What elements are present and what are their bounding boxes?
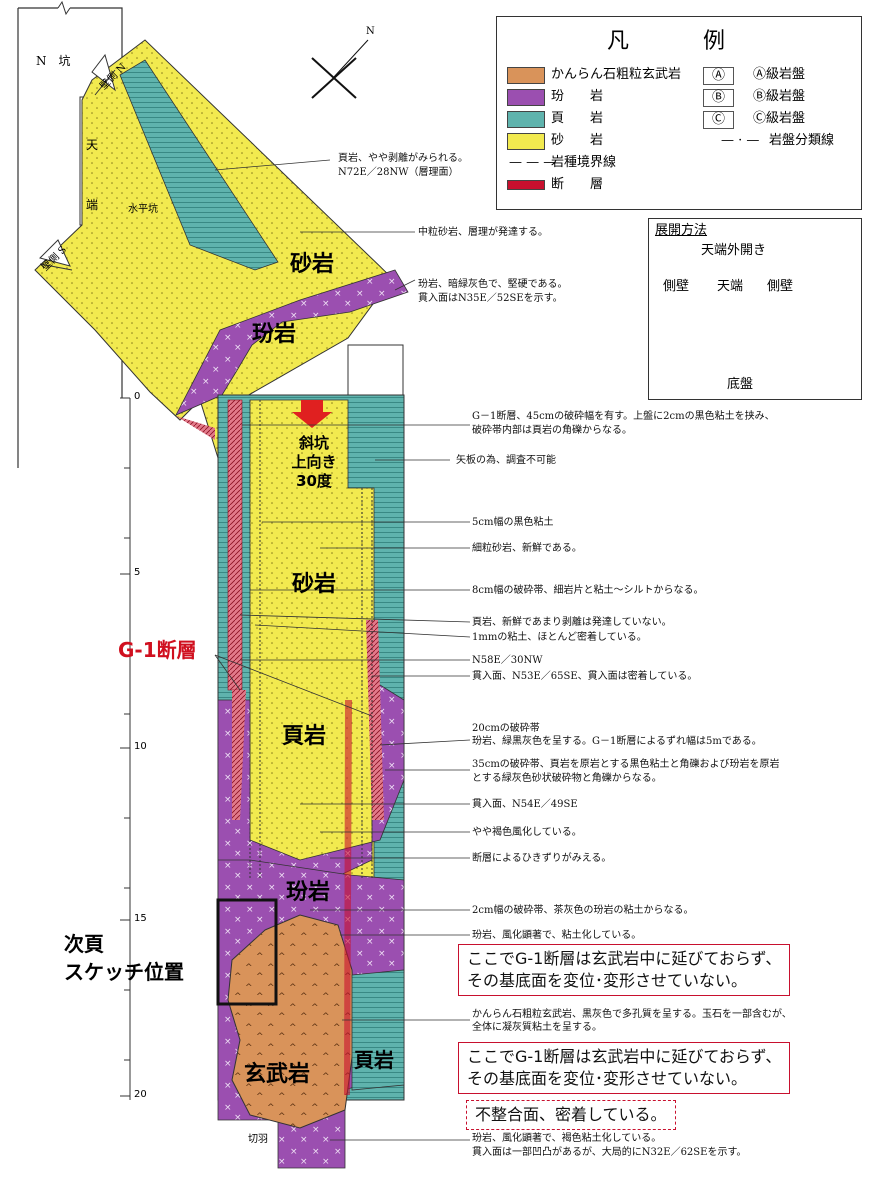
legend-basalt: かんらん石粗粒玄武岩 — [551, 67, 682, 82]
rock-label-sandstone-upper: 砂岩 — [290, 252, 335, 277]
upper-fault — [176, 416, 215, 440]
annotation: やや褐色風化している。 — [472, 827, 582, 838]
depth-tick-10: 10 — [134, 741, 147, 752]
annotation: 5cm幅の黒色粘土 — [472, 517, 554, 528]
basalt-body — [227, 914, 356, 1129]
annotation: 頁岩、やや剥離がみられる。 — [338, 153, 468, 164]
development-method-box: 展開方法 天端外開き 側壁 天端 側壁 底盤 — [648, 218, 862, 400]
annotation: N58E／30NW — [472, 655, 543, 666]
rock-label-shale-lower: 頁岩 — [354, 1048, 394, 1072]
rock-label-porphyrite-lower: 玢岩 — [286, 880, 331, 905]
rock-label-shale-mid: 頁岩 — [282, 724, 327, 749]
annotation: 矢板の為、調査不可能 — [456, 455, 556, 466]
annotation: 貫入面はN35E／52SEを示す。 — [418, 293, 563, 304]
g1-fault-zone-left — [227, 399, 243, 691]
method-center: 天端 — [717, 279, 744, 294]
depth-tick-5: 5 — [134, 567, 141, 578]
legend-porphyrite: 玢 岩 — [551, 89, 604, 104]
annotation: かんらん石粗粒玄武岩、黒灰色で多孔質を呈する。玉石を一部含むが、 — [472, 1009, 792, 1020]
grade-b-box: Ⓑ — [703, 89, 735, 107]
annotation: N72E／28NW（層理面） — [338, 167, 459, 178]
annotation: 2cm幅の破砕帯、茶灰色の玢岩の粘土からなる。 — [472, 905, 694, 916]
depth-tick-0: 0 — [134, 391, 141, 402]
annotation: 貫入面、N54E／49SE — [472, 799, 578, 810]
annotation: 貫入面、N53E／65SE、貫入面は密着している。 — [472, 671, 698, 682]
boundary-line-icon: — — — — [509, 155, 557, 170]
annotation: とする緑灰色砂状破砕物と角礫からなる。 — [472, 773, 662, 784]
north-label: N — [366, 26, 375, 37]
north-arrow — [311, 39, 369, 99]
annotation: 玢岩、風化顕著で、粘土化している。 — [472, 930, 642, 941]
tenba-label-2: 端 — [86, 198, 99, 212]
method-right: 側壁 — [767, 279, 794, 294]
callout-g1-no-extension-2: ここでG-1断層は玄武岩中に延びておらず、 その基底面を変位･変形させていない。 — [458, 1042, 791, 1094]
g1-fault-zone-right — [366, 620, 384, 820]
method-top-label: 天端外開き — [701, 243, 767, 258]
g1-fault-label: G-1断層 — [118, 638, 197, 662]
basalt-swatch — [507, 67, 545, 84]
annotation: 全体に凝灰質粘土を呈する。 — [472, 1022, 602, 1033]
legend-boundary: 岩種境界線 — [551, 155, 617, 170]
leader-lines — [214, 159, 471, 1141]
annotation: 8cm幅の破砕帯、細岩片と粘土～シルトからなる。 — [472, 585, 704, 596]
horizontal-shaft-label: 水平坑 — [128, 204, 158, 215]
porphyrite-swatch — [507, 89, 545, 106]
annotation: 35cmの破砕帯、頁岩を原岩とする黒色粘土と角礫および玢岩を原岩 — [472, 759, 780, 770]
shale-swatch — [507, 111, 545, 128]
depth-tick-15: 15 — [134, 913, 147, 924]
legend-class-line: 岩盤分類線 — [769, 133, 835, 148]
rock-label-sandstone-mid: 砂岩 — [292, 572, 337, 597]
sandstone-swatch — [507, 133, 545, 150]
kiriha-label: 切羽 — [248, 1134, 268, 1145]
upper-porphyrite-band — [175, 269, 409, 416]
annotation: 断層によるひきずりがみえる。 — [472, 853, 612, 864]
sketch-location-box — [216, 898, 278, 1006]
legend-title: 凡 例 — [606, 29, 751, 54]
n-shaft-label: N 坑 — [36, 54, 71, 68]
annotation: 玢岩、緑黒灰色を呈する。G－1断層によるずれ幅は5mである。 — [472, 736, 762, 747]
annotation: 中粒砂岩、層理が発達する。 — [418, 227, 548, 238]
callout-g1-no-extension-1: ここでG-1断層は玄武岩中に延びておらず、 その基底面を変位･変形させていない。 — [458, 944, 791, 996]
legend: 凡 例 かんらん石粗粒玄武岩 玢 岩 頁 岩 砂 岩 — — — 岩種境界線 断… — [496, 16, 862, 210]
method-left: 側壁 — [663, 279, 690, 294]
legend-shale: 頁 岩 — [551, 111, 604, 126]
annotation: G－1断層、45cmの破砕幅を有す。上盤に2cmの黒色粘土を挟み、 — [472, 411, 775, 422]
legend-fault: 断 層 — [551, 177, 604, 192]
callout-unconformity: 不整合面、密着している。 — [466, 1100, 676, 1130]
grade-c-box: Ⓒ — [703, 111, 735, 129]
method-bottom: 底盤 — [727, 377, 754, 392]
annotation: 1mmの粘土、ほとんど密着している。 — [472, 632, 647, 643]
legend-sandstone: 砂 岩 — [551, 133, 604, 148]
class-line-icon: — · — — [721, 133, 760, 148]
legend-grade-c: Ⓒ級岩盤 — [753, 111, 806, 126]
annotation: 20cmの破砕帯 — [472, 723, 540, 734]
tenba-label-1: 天 — [86, 138, 99, 152]
rock-label-basalt: 玄武岩 — [244, 1062, 311, 1087]
grade-a-box: Ⓐ — [703, 67, 735, 85]
legend-grade-a: Ⓐ級岩盤 — [753, 67, 806, 82]
depth-tick-20: 20 — [134, 1089, 147, 1100]
slope-label: 斜坑 上向き 30度 — [291, 434, 337, 490]
annotation: 破砕帯内部は頁岩の角礫からなる。 — [472, 425, 632, 436]
annotation: 頁岩、新鮮であまり剥離は発達していない。 — [472, 617, 672, 628]
rock-label-porphyrite-upper: 玢岩 — [252, 322, 297, 347]
annotation: 玢岩、風化顕著で、褐色粘土化している。 — [472, 1133, 662, 1144]
fault-swatch — [507, 180, 545, 190]
lower-shale — [351, 969, 405, 1091]
annotation: 貫入面は一部凹凸があるが、大局的にN32E／62SEを示す。 — [472, 1147, 747, 1158]
upper-shale-band — [119, 59, 279, 271]
depth-scale — [120, 397, 131, 1100]
slope-arrow — [292, 400, 332, 428]
next-page-label: 次頁 スケッチ位置 — [64, 932, 184, 984]
annotation: 細粒砂岩、新鮮である。 — [472, 543, 582, 554]
annotation: 玢岩、暗緑灰色で、堅硬である。 — [418, 279, 568, 290]
legend-grade-b: Ⓑ級岩盤 — [753, 89, 806, 104]
method-title: 展開方法 — [655, 223, 708, 238]
